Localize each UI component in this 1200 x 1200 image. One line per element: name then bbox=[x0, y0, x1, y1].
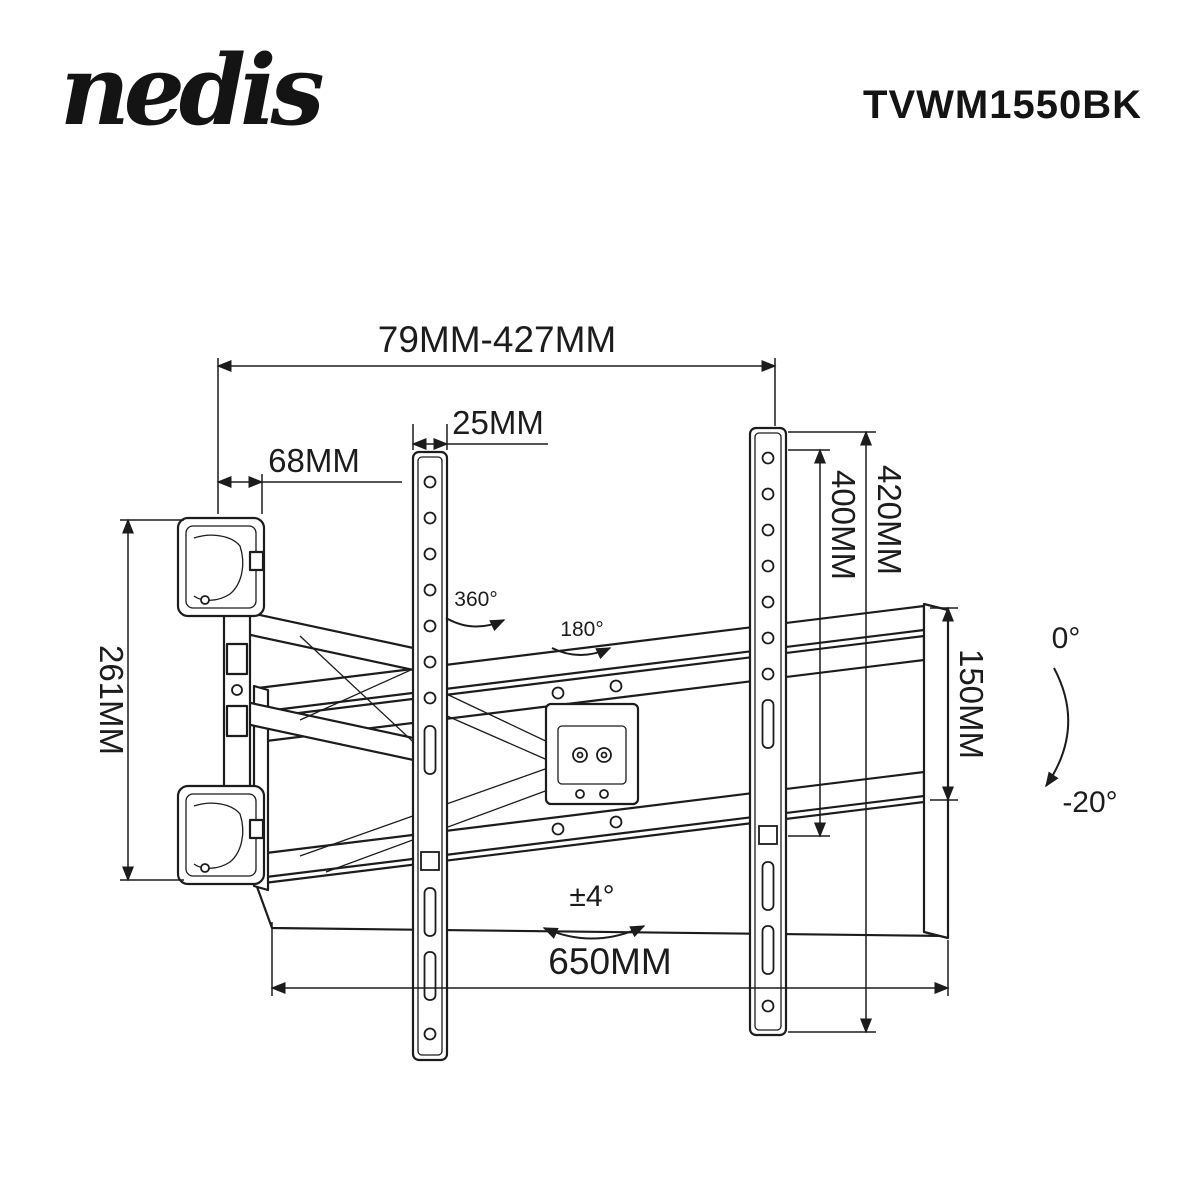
vesa-plate-inner bbox=[557, 725, 627, 785]
dim-bracket-width: 650MM bbox=[548, 941, 671, 982]
dim-rail-height: 420MM bbox=[871, 465, 908, 575]
wall-pad-latch bbox=[248, 818, 265, 840]
frame-hole bbox=[551, 822, 565, 836]
left-vesa-rail bbox=[411, 450, 449, 1062]
rail-hole bbox=[423, 475, 437, 489]
vesa-bolt bbox=[599, 789, 609, 799]
arm-scissor-link bbox=[299, 635, 425, 753]
brand-logo: nedis bbox=[60, 34, 323, 147]
rail-hole bbox=[423, 583, 437, 597]
dimension-annotations: 79MM-427MM 25MM 68MM 261MM 650MM 400MM 4… bbox=[93, 319, 990, 1034]
wall-pad-screw bbox=[200, 595, 210, 605]
dim-arm-plate-height: 150MM bbox=[953, 649, 990, 759]
rail-hole bbox=[761, 631, 775, 645]
right-vesa-rail bbox=[748, 426, 788, 1037]
angle-annotations: 360° 180° ±4° 0° -20° bbox=[445, 588, 1118, 940]
rail-slot bbox=[423, 887, 437, 937]
dim-rail-width: 25MM bbox=[452, 404, 544, 441]
vesa-screw-center bbox=[576, 751, 584, 759]
vesa-adapter-plate bbox=[544, 702, 640, 806]
rail-hole bbox=[761, 451, 775, 465]
model-number: TVWM1550BK bbox=[863, 83, 1142, 127]
vesa-screw-center bbox=[600, 751, 608, 759]
plate-spine bbox=[222, 602, 252, 800]
rail-slot bbox=[423, 951, 437, 1001]
rail-hole bbox=[423, 655, 437, 669]
angle-tilt-max: 0° bbox=[1052, 622, 1081, 655]
wall-mount-plate bbox=[176, 516, 266, 886]
rail-square-cutout bbox=[758, 825, 778, 845]
arm-link bbox=[437, 711, 553, 763]
pivot-upper bbox=[225, 642, 249, 676]
level-adjustment-arrow bbox=[542, 925, 646, 940]
wall-pad-bottom-clip bbox=[193, 802, 244, 869]
pivot-lower bbox=[225, 704, 249, 738]
rail-slot bbox=[423, 725, 437, 775]
pivot-bolt bbox=[231, 684, 243, 696]
rail-square-cutout bbox=[420, 851, 440, 871]
dim-extension-range: 79MM-427MM bbox=[378, 319, 617, 360]
wall-pad-screw bbox=[200, 863, 210, 873]
arm-link bbox=[437, 689, 553, 745]
upper-arm bbox=[244, 610, 434, 676]
wall-pad-latch bbox=[248, 550, 265, 572]
arm-scissor-link bbox=[299, 663, 425, 721]
frame-right-cap bbox=[922, 602, 950, 940]
frame-hole bbox=[609, 815, 623, 829]
rail-hole bbox=[761, 559, 775, 573]
right-rail-inner bbox=[754, 432, 782, 1031]
angle-level-adjustment: ±4° bbox=[569, 880, 614, 913]
rail-hole bbox=[761, 523, 775, 537]
rail-hole bbox=[761, 667, 775, 681]
rail-hole bbox=[423, 691, 437, 705]
rail-hole bbox=[423, 1027, 437, 1041]
rail-hole bbox=[423, 547, 437, 561]
frame-hole bbox=[609, 679, 623, 693]
rail-hole bbox=[761, 487, 775, 501]
dim-vesa-hole-height: 400MM bbox=[825, 470, 862, 580]
vesa-plate-outer bbox=[544, 702, 640, 806]
wall-pad-top-clip bbox=[193, 534, 244, 601]
rail-slot bbox=[761, 925, 775, 975]
swivel-arrow bbox=[445, 617, 506, 632]
left-rail-inner bbox=[417, 456, 443, 1056]
rail-hole bbox=[423, 511, 437, 525]
rail-hole bbox=[423, 619, 437, 633]
rail-slot bbox=[761, 699, 775, 749]
frame-hole bbox=[551, 686, 565, 700]
rail-hole bbox=[761, 999, 775, 1013]
rotation-arrow bbox=[551, 647, 612, 660]
rail-slot bbox=[761, 861, 775, 911]
dim-wall-plate-height: 261MM bbox=[93, 645, 130, 755]
tilt-arrow bbox=[1045, 667, 1070, 788]
dim-wall-plate-width: 68MM bbox=[268, 442, 360, 479]
angle-rotation: 180° bbox=[560, 618, 603, 641]
rail-hole bbox=[761, 595, 775, 609]
angle-tilt-min: -20° bbox=[1062, 786, 1117, 819]
vesa-bolt bbox=[575, 789, 585, 799]
angle-swivel: 360° bbox=[454, 588, 497, 611]
